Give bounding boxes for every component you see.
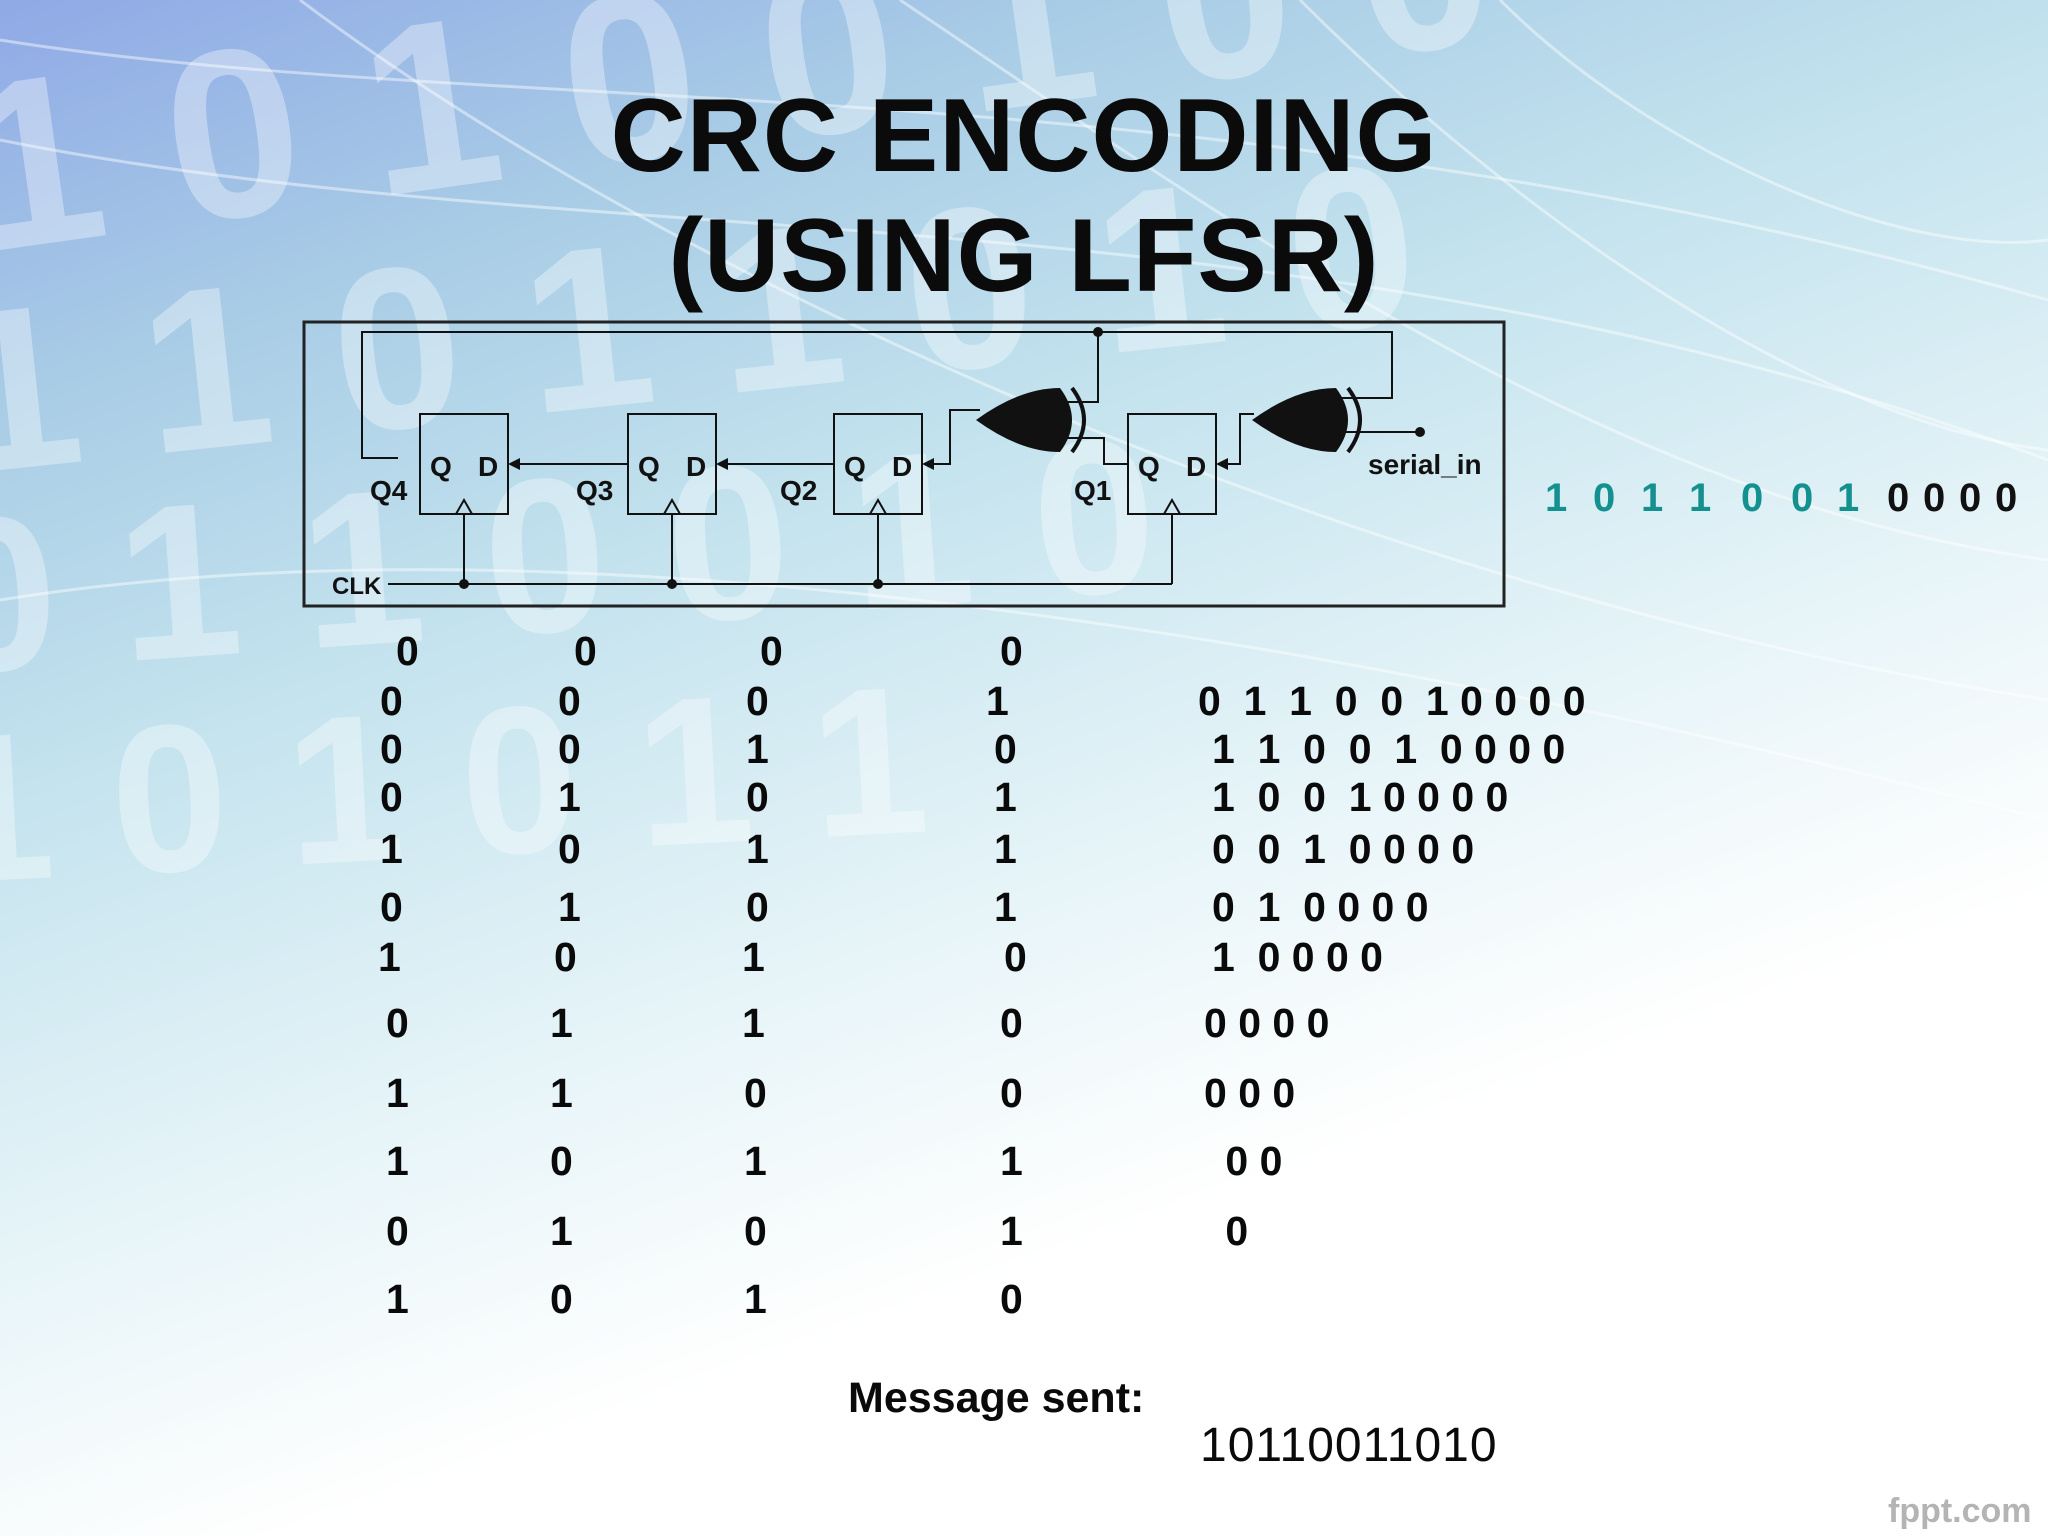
remaining-bits: 1 1 0 0 1 0 0 0 0 (1212, 726, 1566, 772)
state-cell-q2: 0 (744, 1208, 767, 1254)
state-cell-q4: 1 (386, 1070, 409, 1116)
state-cell-q1: 0 (1004, 934, 1027, 980)
state-cell-q2: 1 (742, 1000, 765, 1046)
ff-q4-q-label: Q (430, 451, 452, 482)
state-cell-q3: 1 (558, 884, 581, 930)
state-cell-q2: 1 (744, 1138, 767, 1184)
state-cell-q3: 0 (558, 726, 581, 772)
message-sent-value: 10110011010 (1200, 1419, 1498, 1472)
lfsr-circuit-diagram: Q D Q D Q D Q D Q4 Q3 Q2 Q1 CLK serial_i… (302, 320, 1506, 608)
message-bit: 0 (1791, 476, 1814, 520)
state-cell-q1: 1 (994, 774, 1017, 820)
state-cell-q4: 0 (386, 1208, 409, 1254)
remaining-bits: 1 0 0 0 0 (1212, 934, 1383, 980)
remaining-bits: 0 0 1 0 0 0 0 (1212, 826, 1475, 872)
ff-q1-d-label: D (1186, 451, 1206, 482)
clk-label: CLK (332, 573, 382, 600)
fppt-logo: fppt.com (1888, 1492, 2032, 1530)
svg-text:1 0 1 0 1 1: 1 0 1 0 1 1 (0, 641, 934, 928)
state-cell-q4: 0 (396, 628, 419, 674)
message-bit: 1 (1837, 476, 1860, 520)
state-cell-q2: 0 (744, 1070, 767, 1116)
remaining-bits: 0 1 1 0 0 1 0 0 0 0 (1198, 678, 1586, 724)
xor-gate-1 (1252, 388, 1348, 452)
message-sent-label: Message sent: (848, 1374, 1145, 1422)
state-cell-q3: 0 (554, 934, 577, 980)
message-bit: 1 (1689, 476, 1712, 520)
message-bit: 0 (1741, 476, 1764, 520)
state-cell-q3: 0 (550, 1276, 573, 1322)
q4-label: Q4 (370, 475, 408, 506)
q3-label: Q3 (576, 475, 613, 506)
state-cell-q2: 0 (746, 678, 769, 724)
state-cell-q2: 0 (746, 884, 769, 930)
message-bit: 1 (1641, 476, 1664, 520)
state-cell-q3: 1 (558, 774, 581, 820)
state-cell-q3: 0 (558, 826, 581, 872)
ff-q2-q-label: Q (844, 451, 866, 482)
xor-gate-2 (976, 388, 1072, 452)
ff-q1-q-label: Q (1138, 451, 1160, 482)
state-cell-q2: 1 (746, 826, 769, 872)
serial-in-label: serial_in (1368, 449, 1482, 480)
remaining-bits: 0 0 0 0 (1204, 1000, 1330, 1046)
state-cell-q2: 1 (742, 934, 765, 980)
remaining-bits: 0 0 (1214, 1138, 1283, 1184)
state-cell-q1: 0 (1000, 1070, 1023, 1116)
state-cell-q3: 0 (558, 678, 581, 724)
state-cell-q4: 1 (380, 826, 403, 872)
state-cell-q3: 1 (550, 1000, 573, 1046)
state-cell-q1: 1 (1000, 1208, 1023, 1254)
ff-q3-d-label: D (686, 451, 706, 482)
state-cell-q4: 1 (386, 1276, 409, 1322)
state-cell-q1: 0 (1000, 1000, 1023, 1046)
state-cell-q1: 1 (986, 678, 1009, 724)
ff-q4-d-label: D (478, 451, 498, 482)
slide-title-line2: (USING LFSR) (668, 198, 1380, 314)
state-cell-q3: 0 (574, 628, 597, 674)
diagram-border (302, 320, 1506, 608)
state-cell-q4: 0 (380, 774, 403, 820)
q2-label: Q2 (780, 475, 817, 506)
remaining-bits: 1 0 0 1 0 0 0 0 (1212, 774, 1509, 820)
state-cell-q1: 1 (994, 826, 1017, 872)
state-cell-q4: 1 (386, 1138, 409, 1184)
remaining-bits: 0 1 0 0 0 0 (1212, 884, 1429, 930)
state-cell-q1: 0 (1000, 628, 1023, 674)
state-cell-q2: 1 (746, 726, 769, 772)
state-cell-q3: 1 (550, 1070, 573, 1116)
state-cell-q2: 1 (744, 1276, 767, 1322)
state-cell-q3: 0 (550, 1138, 573, 1184)
state-cell-q4: 0 (386, 1000, 409, 1046)
state-cell-q2: 0 (746, 774, 769, 820)
message-bit: 0 (1923, 476, 1946, 520)
state-cell-q1: 0 (1000, 1276, 1023, 1322)
remaining-bits: 0 0 0 (1204, 1070, 1296, 1116)
ff-q2-d-label: D (892, 451, 912, 482)
state-cell-q1: 1 (994, 884, 1017, 930)
message-bit: 1 (1545, 476, 1568, 520)
state-cell-q4: 0 (380, 726, 403, 772)
remaining-bits: 0 (1214, 1208, 1249, 1254)
message-bit: 0 (1995, 476, 2018, 520)
state-cell-q3: 1 (550, 1208, 573, 1254)
state-cell-q4: 0 (380, 678, 403, 724)
state-cell-q4: 1 (378, 934, 401, 980)
state-cell-q1: 1 (1000, 1138, 1023, 1184)
state-cell-q1: 0 (994, 726, 1017, 772)
ff-q3-q-label: Q (638, 451, 660, 482)
message-bit: 0 (1959, 476, 1982, 520)
q1-label: Q1 (1074, 475, 1111, 506)
state-cell-q4: 0 (380, 884, 403, 930)
message-bit: 0 (1593, 476, 1616, 520)
slide-title-line1: CRC ENCODING (610, 78, 1438, 194)
state-cell-q2: 0 (760, 628, 783, 674)
message-bit: 0 (1887, 476, 1910, 520)
